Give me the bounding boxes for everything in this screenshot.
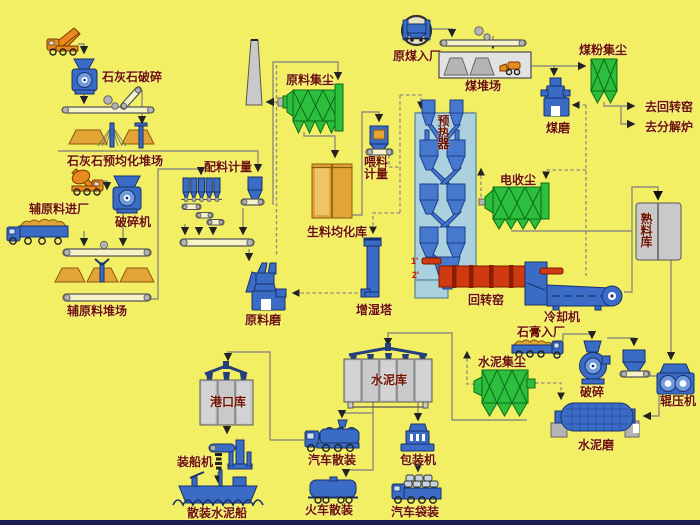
- label-packer: 包装机: [400, 453, 437, 467]
- label-limestone-yard: 石灰石预均化堆场: [67, 154, 164, 168]
- label-truck-bag: 汽车袋装: [391, 505, 440, 519]
- label-gypsum-in: 石膏入厂: [517, 325, 566, 339]
- label-ship-loader: 装船机: [177, 455, 214, 469]
- label-batching: 配料计量: [204, 160, 253, 174]
- bottom-border-bar: [0, 520, 700, 525]
- label-port-silo: 港口库: [210, 395, 247, 409]
- coal-mill: [540, 77, 571, 117]
- label-raw-mill: 原料磨: [245, 313, 282, 327]
- label-cement-dust: 水泥集尘: [478, 355, 527, 369]
- raw-dust-collector: [277, 83, 344, 135]
- label-gypsum-crush: 破碎: [580, 385, 605, 399]
- label-crusher2: 破碎机: [115, 215, 152, 229]
- bulk-tanker-truck: [304, 419, 360, 453]
- limestone-dump-truck: [46, 27, 81, 56]
- label-bulk-ship: 散装水泥船: [187, 506, 248, 520]
- limestone-stockyard: [68, 122, 155, 149]
- wheel-loader-icon: [499, 61, 521, 76]
- label-mark1: 1': [411, 256, 419, 266]
- label-to-calciner: 去分解炉: [645, 120, 694, 134]
- cement-dust-collector: [473, 369, 536, 418]
- label-coal-yard: 煤堆场: [465, 79, 502, 93]
- label-clinker-silo: 熟料库: [640, 212, 653, 249]
- batching-bins: [179, 176, 265, 247]
- coal-wagon-tippler: [400, 14, 433, 47]
- gypsum-crusher: [579, 340, 611, 385]
- cement-mill: [550, 402, 640, 438]
- coal-dust-collector: [590, 58, 618, 105]
- chimney: [245, 39, 263, 106]
- label-raw-silo: 生料均化库: [307, 225, 368, 239]
- aux-material-truck: [71, 168, 104, 196]
- rotary-kiln: [438, 265, 527, 288]
- humidifying-tower: [360, 237, 382, 298]
- label-to-kiln: 去回转窑: [645, 100, 694, 114]
- aux-crusher: [112, 175, 142, 214]
- label-mark2: 2': [412, 270, 420, 280]
- label-cement-mill: 水泥磨: [578, 438, 615, 452]
- additive-hopper: [619, 349, 651, 378]
- bulk-cement-ship: [172, 469, 264, 507]
- label-aux-in: 辅原料进厂: [29, 202, 90, 216]
- cement-silo-group: [343, 343, 433, 409]
- label-humidifier: 增湿塔: [356, 303, 393, 317]
- flow-lines: [58, 28, 676, 484]
- label-preheater: 预热器: [437, 114, 450, 151]
- label-kiln: 回转窑: [468, 293, 505, 307]
- bag-loading-truck: [391, 474, 442, 504]
- limestone-crusher: [71, 58, 98, 95]
- port-silo: [199, 361, 254, 426]
- clinker-silo: [635, 202, 682, 261]
- aux-flatbed-truck: [6, 218, 69, 245]
- limestone-belt-conveyor: [61, 86, 155, 114]
- clinker-cooler: [524, 261, 623, 311]
- feed-metering-hopper: [365, 125, 394, 156]
- label-coal-mill: 煤磨: [546, 121, 571, 135]
- label-aux-yard: 辅原料堆场: [67, 304, 128, 318]
- label-cement-silo: 水泥库: [371, 373, 408, 387]
- label-train-bulk: 火车散装: [305, 503, 354, 517]
- kiln-inlet-pipes: [421, 257, 442, 265]
- raw-mill: [245, 262, 287, 311]
- coal-stockyard-shed: [438, 51, 532, 79]
- coal-belt-conveyor: [439, 26, 527, 47]
- label-feed-meter: 喂料 计量: [364, 155, 389, 181]
- raw-homogenizing-silo: [311, 163, 353, 219]
- aux-stockyard: [54, 240, 155, 302]
- ship-loader: [208, 439, 253, 470]
- roller-press: [656, 363, 695, 395]
- label-coal-in: 原煤入厂: [393, 49, 442, 63]
- label-truck-bulk: 汽车散装: [308, 453, 357, 467]
- label-roller-press: 辊压机: [660, 394, 697, 408]
- packing-machine: [400, 423, 435, 452]
- label-limestone-crush: 石灰石破碎: [102, 70, 163, 84]
- electrostatic-precipitator: [478, 182, 550, 230]
- label-cooler: 冷却机: [544, 310, 581, 324]
- label-coal-dust: 煤粉集尘: [579, 43, 628, 57]
- bulk-rail-wagon: [308, 476, 358, 504]
- label-esp: 电收尘: [500, 173, 537, 187]
- label-raw-dust: 原料集尘: [286, 73, 335, 87]
- gypsum-truck: [511, 339, 564, 359]
